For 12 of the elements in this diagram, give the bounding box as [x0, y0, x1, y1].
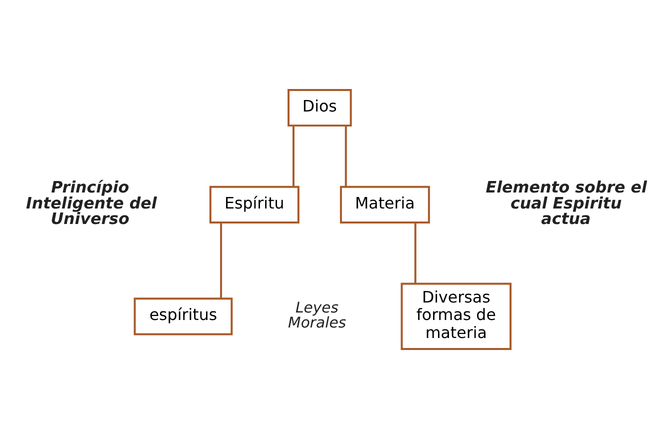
node-box: Espíritu — [209, 186, 300, 224]
label: Leyes Morales — [288, 299, 346, 332]
node-box: Dios — [288, 88, 352, 127]
label: Elemento sobre el cual Espiritu actua — [486, 178, 647, 228]
node-box: Materia — [340, 186, 430, 224]
connector — [414, 222, 416, 284]
node-box: espíritus — [134, 298, 233, 336]
node-box: Diversas formas de materia — [400, 282, 512, 350]
connector — [292, 126, 294, 187]
label: Princípio Inteligente del Universo — [26, 178, 157, 228]
connector — [220, 222, 222, 298]
connector — [344, 126, 347, 187]
